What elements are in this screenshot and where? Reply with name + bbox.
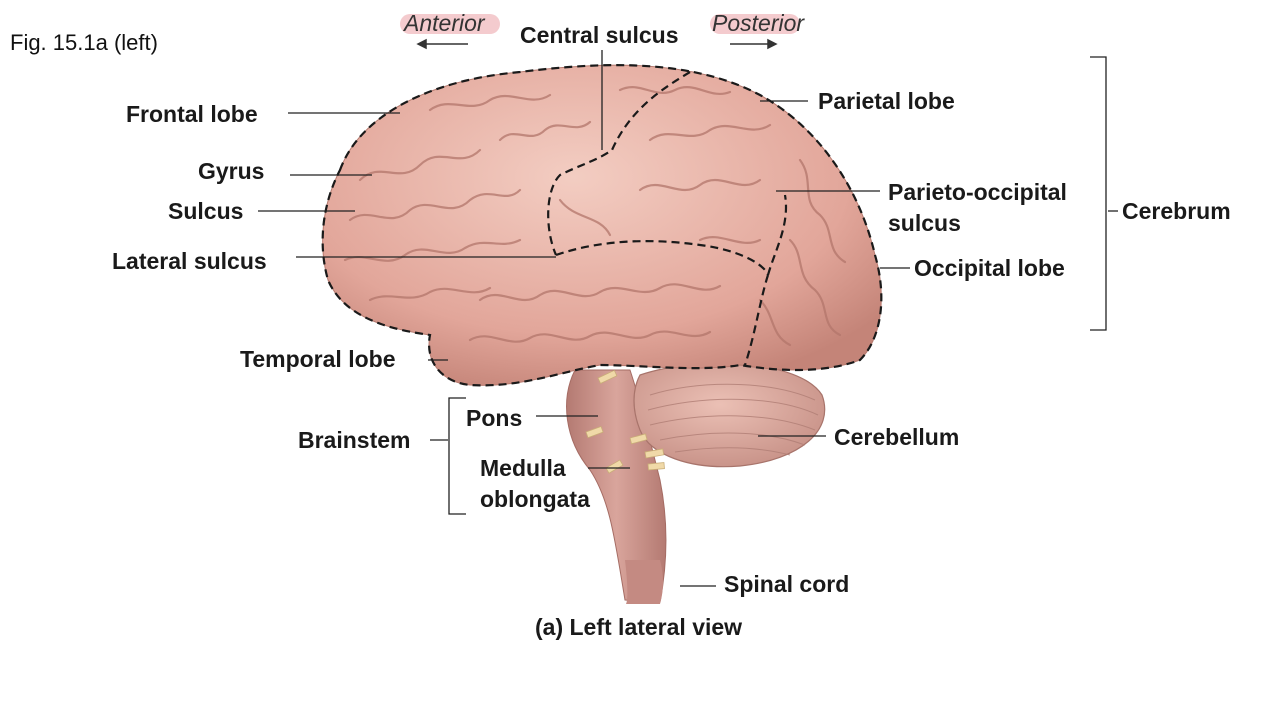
parietal-lobe-label: Parietal lobe [818, 88, 955, 114]
central-sulcus-label: Central sulcus [520, 22, 679, 48]
cerebellum-label: Cerebellum [834, 424, 960, 450]
spinal-cord-shape [625, 560, 663, 604]
leader-lines [258, 50, 1118, 587]
posterior-label: Posterior [712, 10, 805, 36]
parieto-occipital-label-line1: Parieto-occipital [888, 179, 1067, 205]
cranial-nerves [585, 369, 665, 474]
lateral-sulcus-label: Lateral sulcus [112, 248, 267, 274]
frontal-lobe-label: Frontal lobe [126, 101, 258, 127]
cerebrum-label: Cerebrum [1122, 198, 1231, 224]
medulla-label-line2: oblongata [480, 486, 590, 512]
brainstem-label: Brainstem [298, 427, 411, 453]
cortex-gyri [343, 86, 847, 347]
figure-caption: (a) Left lateral view [535, 614, 743, 640]
pons-label: Pons [466, 405, 523, 431]
occipital-lobe-label: Occipital lobe [914, 255, 1065, 281]
temporal-lobe-label: Temporal lobe [240, 346, 396, 372]
anterior-highlight [400, 14, 500, 34]
spinal-cord-label: Spinal cord [724, 571, 850, 597]
anterior-label: Anterior [404, 10, 485, 36]
figure-id: Fig. 15.1a (left) [10, 30, 158, 55]
gyrus-label: Gyrus [198, 158, 265, 184]
cerebrum-bracket [1090, 56, 1107, 331]
brainstem-bracket [448, 397, 466, 515]
cerebellum-folia [647, 383, 819, 456]
medulla-label-line1: Medulla [480, 455, 566, 481]
parieto-occipital-label-line2: sulcus [888, 210, 961, 236]
posterior-highlight [710, 14, 800, 34]
direction-arrows [416, 38, 778, 50]
lobe-boundaries [321, 64, 883, 387]
sulcus-label: Sulcus [168, 198, 244, 224]
